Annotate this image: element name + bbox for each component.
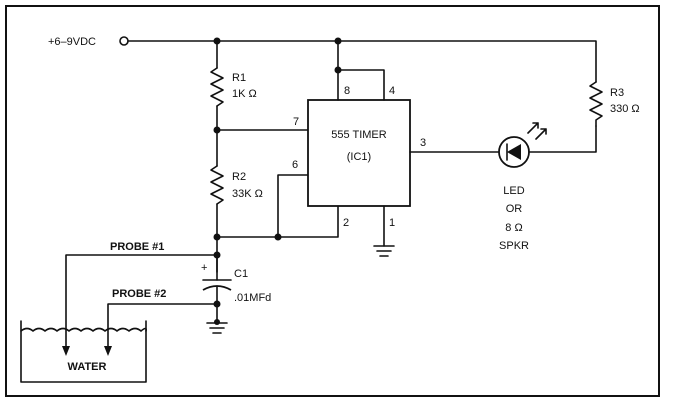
top-rail-wire xyxy=(127,40,597,83)
ground-symbol-ic xyxy=(373,245,395,257)
output-line4: SPKR xyxy=(499,240,529,252)
water-label: WATER xyxy=(68,361,107,373)
pin7-label: 7 xyxy=(293,116,299,128)
supply-label: +6–9VDC xyxy=(48,36,96,48)
r3-name: R3 xyxy=(610,87,624,99)
output-line3: 8 Ω xyxy=(505,222,522,234)
probe1-arrow-icon xyxy=(62,346,70,356)
r3-value: 330 Ω xyxy=(610,103,640,115)
r1-value: 1K Ω xyxy=(232,88,257,100)
led-light-arrows-icon xyxy=(527,122,547,140)
pin1-label: 1 xyxy=(389,217,395,229)
water-container xyxy=(20,320,147,383)
r3-resistor xyxy=(589,81,603,127)
trigger-node-wire xyxy=(216,205,339,238)
led-to-r3-wire xyxy=(528,125,597,153)
probe1-label: PROBE #1 xyxy=(110,241,164,253)
pin4-label: 4 xyxy=(389,85,395,97)
probe2-wire xyxy=(107,303,218,353)
r2-name: R2 xyxy=(232,171,246,183)
ground-symbol-c1 xyxy=(206,322,228,334)
water-surface xyxy=(20,327,147,332)
pin6-wire xyxy=(277,174,309,238)
led-diode-icon xyxy=(507,144,521,160)
r2-value: 33K Ω xyxy=(232,188,263,200)
r2-resistor xyxy=(210,165,224,205)
pin4-wire xyxy=(337,69,385,101)
c1-name: C1 xyxy=(234,268,248,280)
c1-polarity: + xyxy=(201,262,207,274)
supply-terminal xyxy=(119,36,129,46)
c1-plate-bottom xyxy=(202,285,232,291)
probe2-arrow-icon xyxy=(104,346,112,356)
ground-node-c1 xyxy=(214,319,220,325)
r1-name: R1 xyxy=(232,72,246,84)
pin6-label: 6 xyxy=(292,159,298,171)
ic-555-body xyxy=(307,99,411,207)
pin3-label: 3 xyxy=(420,137,426,149)
output-line2: OR xyxy=(506,203,523,215)
ic-ref: (IC1) xyxy=(347,151,371,163)
diagram-frame xyxy=(5,5,660,397)
output-line1: LED xyxy=(503,185,524,197)
ic-name: 555 TIMER xyxy=(331,129,386,141)
r1-resistor xyxy=(210,67,224,107)
pin2-label: 2 xyxy=(343,217,349,229)
c1-value: .01MFd xyxy=(234,292,271,304)
probe1-wire xyxy=(65,254,218,353)
pin8-label: 8 xyxy=(344,85,350,97)
probe2-label: PROBE #2 xyxy=(112,288,166,300)
